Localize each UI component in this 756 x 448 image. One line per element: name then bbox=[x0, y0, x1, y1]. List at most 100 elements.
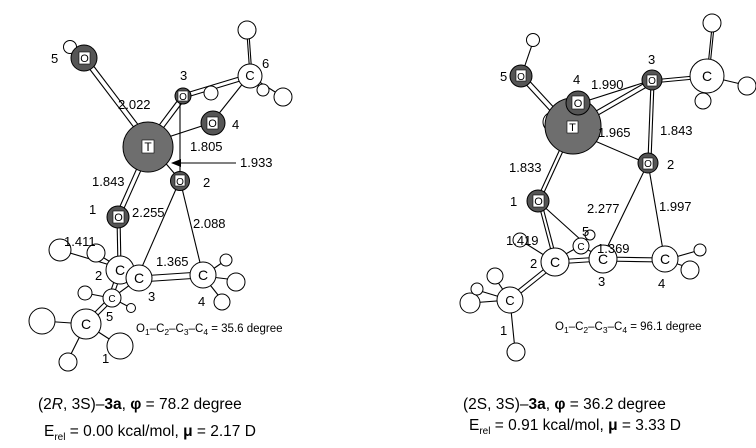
hydrogen-atom bbox=[219, 253, 233, 267]
hydrogen-atom bbox=[273, 87, 293, 107]
carbon-atom-1 bbox=[70, 308, 102, 340]
carbon-atom-1 bbox=[496, 286, 524, 314]
right-atom-numbers: 5 4 3 2 1 5 2 3 4 1 bbox=[500, 52, 674, 338]
atom-symbol-c2: C bbox=[550, 254, 560, 270]
atom-number-label: 3 bbox=[648, 52, 655, 67]
hydrogen-atom bbox=[694, 92, 712, 110]
atom-number-label: 4 bbox=[232, 117, 239, 132]
hydrogen-atom bbox=[702, 13, 722, 33]
atom-symbol-c6: C bbox=[702, 68, 712, 84]
atom-symbol-o1: O bbox=[534, 196, 543, 208]
hydrogen-atom bbox=[86, 243, 106, 263]
distance-label: 1.419 bbox=[506, 233, 539, 248]
atom-number-label: 2 bbox=[95, 268, 102, 283]
right-caption-line2: Erel = 0.91 kcal/mol, μ = 3.33 D bbox=[469, 417, 681, 438]
atom-number-label: 2 bbox=[667, 157, 674, 172]
atom-number-label: 1 bbox=[102, 351, 109, 366]
left-atom-numbers: 5 3 6 4 2 1 2 5 3 4 1 bbox=[51, 51, 269, 366]
hydrogen-atom bbox=[693, 243, 707, 257]
atom-symbol-c3: C bbox=[134, 270, 144, 286]
carbon-atom-5 bbox=[572, 237, 590, 255]
hydrogen-atom bbox=[28, 307, 56, 335]
atom-symbol-c6: C bbox=[245, 68, 254, 83]
carbon-atom-3 bbox=[588, 244, 618, 274]
left-distance-labels: 2.022 1.805 1.933 1.843 2.255 2.088 1.41… bbox=[64, 97, 273, 269]
distance-label: 1.997 bbox=[659, 199, 692, 214]
atom-symbol-o1: O bbox=[114, 212, 123, 224]
right-structure: O O T O O O C C C C C C 5 4 3 2 1 5 2 3 bbox=[459, 13, 756, 362]
distance-label: 1.411 bbox=[64, 234, 96, 249]
hydrogen-atom bbox=[77, 285, 93, 301]
atom-symbol-c2: C bbox=[115, 262, 125, 278]
atom-number-label: 3 bbox=[180, 68, 187, 83]
atom-symbol-o3: O bbox=[648, 76, 656, 87]
atom-number-label: 5 bbox=[500, 69, 507, 84]
distance-label: 2.022 bbox=[118, 97, 151, 112]
distance-label: 1.933 bbox=[240, 155, 273, 170]
distance-label: 1.843 bbox=[660, 123, 693, 138]
atom-number-label: 5 bbox=[106, 309, 113, 324]
hydrogen-atom bbox=[737, 76, 756, 96]
distance-label: 2.255 bbox=[132, 205, 165, 220]
hydrogen-atom bbox=[459, 292, 481, 314]
atom-number-label: 2 bbox=[203, 175, 210, 190]
atom-number-label: 1 bbox=[510, 194, 517, 209]
distance-label: 1.369 bbox=[597, 241, 630, 256]
distance-label: 2.088 bbox=[193, 216, 226, 231]
atom-number-label: 4 bbox=[573, 72, 580, 87]
hydrogen-atom bbox=[126, 303, 136, 313]
left-caption-line2: Erel = 0.00 kcal/mol, μ = 2.17 D bbox=[44, 423, 256, 444]
left-dihedral-annotation: O1–C2–C3–C4 = 35.6 degree bbox=[136, 323, 283, 337]
carbon-atom-6 bbox=[689, 58, 725, 94]
atom-symbol-ti: T bbox=[144, 140, 152, 154]
atom-number-label: 3 bbox=[148, 289, 155, 304]
atom-symbol-o5: O bbox=[517, 72, 525, 83]
hydrogen-atom bbox=[680, 260, 700, 280]
hydrogen-atom bbox=[526, 33, 540, 47]
right-dihedral-annotation: O1–C2–C3–C4 = 96.1 degree bbox=[555, 321, 702, 335]
atom-number-label: 1 bbox=[89, 202, 96, 217]
atom-symbol-o4: O bbox=[574, 98, 583, 110]
hydrogen-atom bbox=[48, 238, 72, 262]
hydrogen-atom bbox=[486, 267, 504, 285]
hydrogen-atom bbox=[213, 293, 231, 311]
hydrogen-atom bbox=[470, 282, 484, 296]
right-atoms bbox=[459, 13, 756, 362]
right-atom-symbols: O O T O O O C C C C C C bbox=[505, 68, 712, 308]
hydrogen-atom bbox=[106, 332, 134, 360]
hydrogen-atom bbox=[512, 232, 528, 248]
hydrogen-atom bbox=[584, 229, 596, 241]
atom-symbol-c3: C bbox=[598, 251, 608, 267]
atom-number-label: 6 bbox=[262, 56, 269, 71]
atom-number-label: 4 bbox=[658, 276, 665, 291]
atom-number-label: 4 bbox=[198, 294, 205, 309]
distance-label: 1.365 bbox=[156, 254, 189, 269]
carbon-atom-3 bbox=[125, 264, 153, 292]
hydrogen-atom bbox=[58, 352, 78, 372]
carbon-atom-2 bbox=[540, 247, 570, 277]
hydrogen-atom bbox=[506, 342, 526, 362]
atom-symbol-o4: O bbox=[208, 118, 217, 130]
carbon-atom-4 bbox=[189, 261, 217, 289]
atom-symbol-ti: T bbox=[569, 122, 576, 134]
carbon-atom-4 bbox=[651, 245, 679, 273]
atom-symbol-c5: C bbox=[577, 242, 584, 253]
atom-number-label: 5 bbox=[51, 51, 58, 66]
atom-number-label: 3 bbox=[598, 274, 605, 289]
left-atoms bbox=[28, 20, 293, 372]
atom-symbol-o2: O bbox=[176, 177, 184, 188]
hydrogen-atom bbox=[237, 20, 257, 40]
distance-label: 1.805 bbox=[190, 139, 223, 154]
distance-label: 1.990 bbox=[591, 77, 624, 92]
right-caption-line1: (2S, 3S)–3a, φ = 36.2 degree bbox=[463, 396, 666, 413]
right-distance-labels: 1.990 1.965 1.843 1.833 2.277 1.997 1.41… bbox=[506, 77, 693, 256]
carbon-atom-6 bbox=[237, 63, 263, 89]
atom-symbol-c5: C bbox=[108, 294, 115, 305]
atom-number-label: 2 bbox=[530, 256, 537, 271]
distance-label: 2.277 bbox=[587, 201, 620, 216]
left-structure: O O O O O T C C C C C C 5 3 6 4 2 1 2 bbox=[28, 20, 293, 372]
atom-symbol-o2: O bbox=[644, 159, 652, 170]
atom-symbol-o5: O bbox=[80, 53, 89, 65]
distance-label: 1.965 bbox=[598, 125, 631, 140]
